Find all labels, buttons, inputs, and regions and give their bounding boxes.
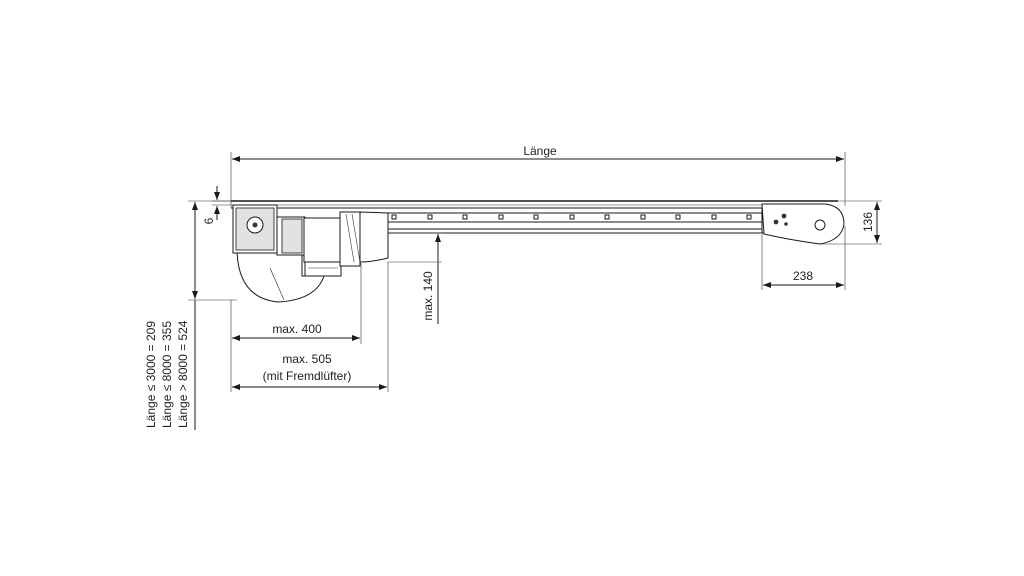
- table-row-3: Länge > 8000 = 524: [176, 320, 190, 428]
- dim-max-505-label: max. 505: [282, 352, 332, 366]
- dim-6: 6: [202, 186, 231, 224]
- dim-height-table: Länge ≤ 3000 = 209 Länge ≤ 8000 = 355 Lä…: [144, 200, 237, 430]
- dim-6-label: 6: [202, 217, 216, 224]
- dim-max-140: max. 140: [388, 232, 442, 324]
- dim-max-400-label: max. 400: [272, 322, 322, 336]
- dim-max-505-note: (mit Fremdlüfter): [263, 369, 352, 383]
- dim-max-400: max. 400: [230, 263, 362, 392]
- tail-end-pulley: [761, 203, 845, 245]
- dim-238: 238: [761, 226, 846, 290]
- drive-housing: [359, 211, 389, 263]
- dim-136-label: 136: [861, 212, 875, 232]
- dim-max-140-label: max. 140: [421, 271, 435, 321]
- dim-238-label: 238: [793, 269, 813, 283]
- frame-slots: [391, 214, 752, 220]
- table-row-2: Länge ≤ 8000 = 355: [160, 321, 174, 428]
- conveyor-frame: [231, 200, 838, 234]
- dim-136: 136: [820, 200, 882, 245]
- dim-max-505: max. 505 (mit Fremdlüfter): [232, 262, 389, 392]
- length-dimension: Länge: [230, 144, 846, 208]
- table-row-1: Länge ≤ 3000 = 209: [144, 321, 158, 428]
- tail-pulley-shaft: [814, 219, 826, 231]
- drive-unit: [232, 204, 389, 303]
- length-label: Länge: [523, 144, 557, 158]
